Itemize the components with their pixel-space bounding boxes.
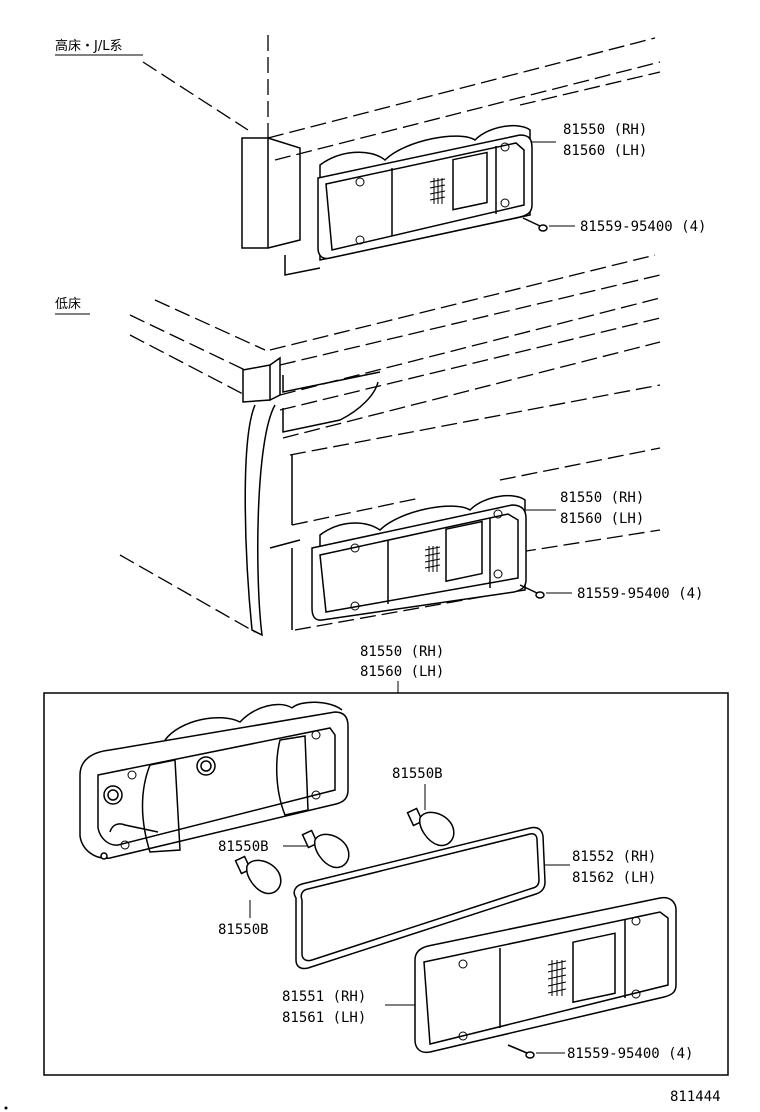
body-edge: [499, 447, 661, 481]
body-edge: [129, 334, 246, 396]
part-number-gasket-rh: 81552 (RH): [572, 849, 656, 865]
tail-lamp-middle: [311, 494, 527, 621]
part-number-screw: 81559-95400 (4): [567, 1046, 693, 1062]
part-number-lamp-rh: 81550 (RH): [560, 490, 644, 506]
section-label-high-floor: 高床・J/L系: [55, 38, 122, 54]
mount-bracket: [241, 137, 269, 249]
body-edge: [269, 254, 656, 351]
figure-number: 811444: [670, 1089, 721, 1105]
panel-edge: [269, 539, 301, 549]
leader-line: [142, 61, 249, 131]
body-edge: [274, 61, 661, 161]
screw-icon: [522, 217, 548, 232]
body-edge: [291, 497, 421, 526]
section-label-low-floor: 低床: [55, 297, 81, 312]
part-number-lamp-lh: 81560 (LH): [563, 143, 647, 159]
panel-slot: [282, 381, 379, 433]
low-floor-assembly: 低床: [55, 254, 703, 637]
exploded-detail-view: 81550 (RH) 81560 (LH): [43, 644, 729, 1076]
part-number-bulb: 81550B: [392, 766, 443, 782]
screw-icon: [507, 1044, 535, 1059]
body-edge: [289, 384, 661, 456]
reflector-grid: [429, 178, 446, 204]
body-edge: [519, 529, 661, 553]
rear-panel: [244, 404, 276, 637]
mount-bracket-side: [267, 137, 301, 249]
bulb-icon: [234, 855, 282, 895]
part-number-gasket-lh: 81562 (LH): [572, 870, 656, 886]
body-edge: [282, 341, 661, 439]
part-number-lens-lh: 81561 (LH): [282, 1010, 366, 1026]
bulb-icon: [301, 829, 350, 869]
body-edge: [519, 71, 661, 106]
lamp-lens: [414, 896, 677, 1054]
body-edge: [129, 314, 246, 371]
lamp-housing: [79, 701, 349, 860]
bumper-block: [242, 364, 271, 403]
panel-slot: [282, 371, 381, 393]
part-number-screw: 81559-95400 (4): [577, 586, 703, 602]
detail-frame: [43, 692, 729, 1076]
part-number-lamp-lh: 81560 (LH): [360, 664, 444, 680]
part-number-screw: 81559-95400 (4): [580, 219, 706, 235]
body-edge: [267, 37, 656, 139]
body-edge: [154, 299, 266, 351]
part-number-bulb: 81550B: [218, 922, 269, 938]
reflector-grid: [547, 960, 567, 996]
body-edge: [119, 554, 256, 633]
part-number-lamp-rh: 81550 (RH): [360, 644, 444, 660]
high-floor-assembly: 高床・J/L系: [55, 35, 706, 276]
part-number-lens-rh: 81551 (RH): [282, 989, 366, 1005]
reflector-grid: [424, 546, 441, 572]
part-number-bulb: 81550B: [218, 839, 269, 855]
screw-icon: [519, 584, 545, 599]
corner-mark: [4, 1106, 8, 1110]
body-edge: [279, 274, 661, 366]
tail-lamp-top: [317, 124, 533, 261]
mount-bracket-foot: [284, 255, 321, 276]
bumper-block-side: [269, 356, 281, 401]
gasket: [293, 826, 546, 970]
part-number-lamp-rh: 81550 (RH): [563, 122, 647, 138]
bulb-icon: [406, 807, 455, 847]
part-number-lamp-lh: 81560 (LH): [560, 511, 644, 527]
